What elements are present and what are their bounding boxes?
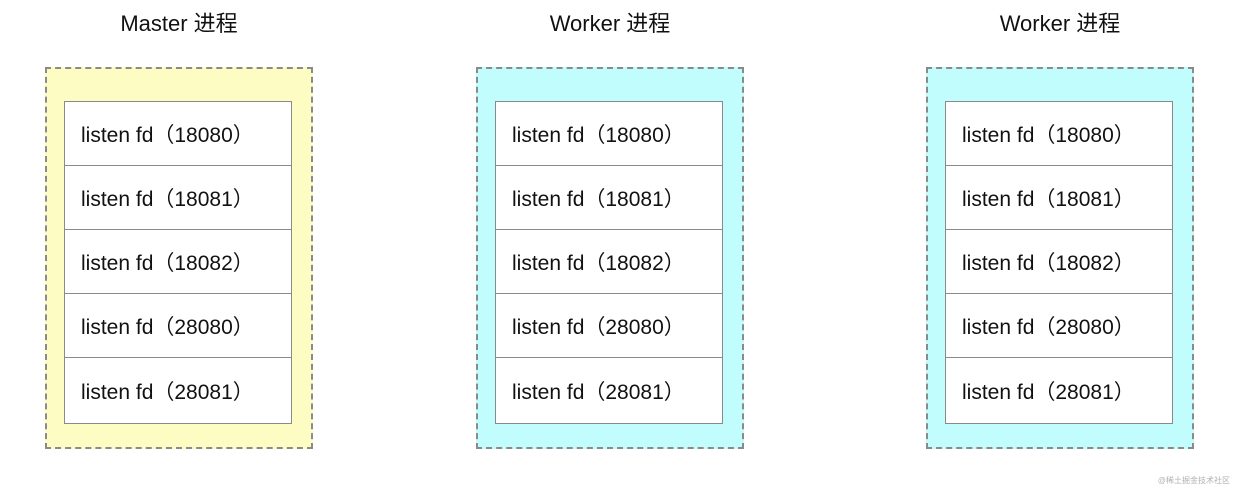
- listen-fd-item: listen fd（28080）: [496, 294, 722, 358]
- watermark: @稀土掘金技术社区: [1157, 476, 1230, 485]
- listen-fd-item: listen fd（18081）: [496, 166, 722, 230]
- listen-fd-list: listen fd（18080） listen fd（18081） listen…: [64, 101, 292, 424]
- listen-fd-item: listen fd（28081）: [512, 380, 685, 404]
- listen-fd-item: listen fd（18082）: [496, 230, 722, 294]
- listen-fd-item: listen fd（18080）: [65, 102, 291, 166]
- listen-fd-item: listen fd（28080）: [946, 294, 1172, 358]
- master-process: Master 进程 listen fd（18080） listen fd（180…: [45, 0, 313, 460]
- process-title: Worker 进程: [999, 11, 1121, 36]
- process-box: listen fd（18080） listen fd（18081） listen…: [926, 67, 1194, 449]
- listen-fd-item: listen fd（18082）: [65, 230, 291, 294]
- listen-fd-item: listen fd（18082）: [946, 230, 1172, 294]
- listen-fd-list: listen fd（18080） listen fd（18081） listen…: [495, 101, 723, 424]
- listen-fd-item: listen fd（18080）: [496, 102, 722, 166]
- listen-fd-item: listen fd（18080）: [946, 102, 1172, 166]
- process-title: Worker 进程: [549, 11, 671, 36]
- listen-fd-item: listen fd（28080）: [65, 294, 291, 358]
- process-title: Master 进程: [120, 11, 238, 36]
- listen-fd-item: listen fd（18081）: [946, 166, 1172, 230]
- listen-fd-item: listen fd（18081）: [65, 166, 291, 230]
- listen-fd-item: listen fd（28081）: [962, 380, 1135, 404]
- process-box: listen fd（18080） listen fd（18081） listen…: [45, 67, 313, 449]
- listen-fd-item: listen fd（28081）: [81, 380, 254, 404]
- process-box: listen fd（18080） listen fd（18081） listen…: [476, 67, 744, 449]
- listen-fd-list: listen fd（18080） listen fd（18081） listen…: [945, 101, 1173, 424]
- worker-process-2: Worker 进程 listen fd（18080） listen fd（180…: [926, 0, 1194, 460]
- worker-process-1: Worker 进程 listen fd（18080） listen fd（180…: [476, 0, 744, 460]
